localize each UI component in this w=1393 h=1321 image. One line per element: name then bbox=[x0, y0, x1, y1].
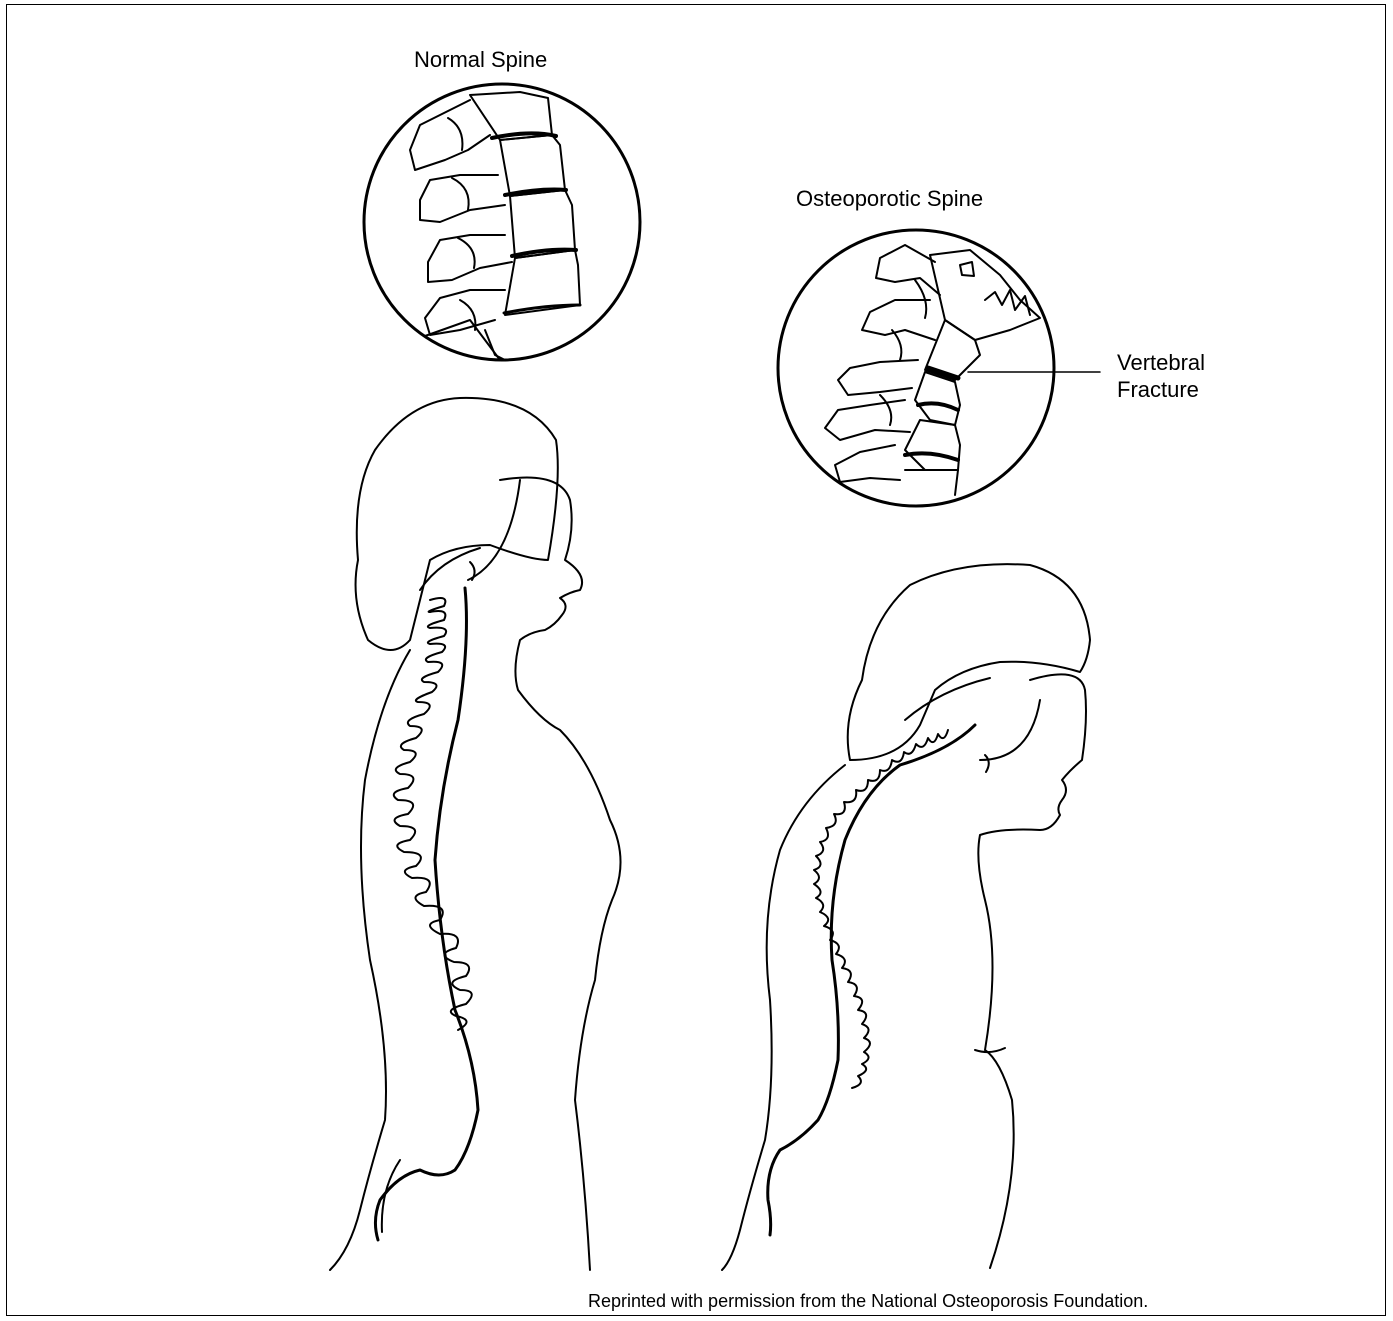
normal-spinal-cord bbox=[375, 588, 478, 1240]
osteoporotic-figure-face bbox=[978, 674, 1086, 1268]
normal-spine-inset bbox=[364, 84, 640, 360]
normal-spine-vertebrae bbox=[394, 598, 472, 1030]
osteoporotic-vertebrae bbox=[825, 245, 1040, 495]
osteoporotic-posture-figure bbox=[722, 564, 1090, 1270]
normal-vertebrae bbox=[410, 92, 580, 360]
normal-spine-circle bbox=[364, 84, 640, 360]
vertebral-fracture-label-line1: Vertebral bbox=[1117, 349, 1205, 376]
vertebral-fracture-label: Vertebral Fracture bbox=[1117, 349, 1205, 403]
normal-posture-figure bbox=[330, 398, 621, 1270]
credit-caption: Reprinted with permission from the Natio… bbox=[588, 1289, 1148, 1313]
normal-figure-face bbox=[500, 478, 621, 1271]
vertebral-fracture-label-line2: Fracture bbox=[1117, 376, 1205, 403]
normal-spine-label: Normal Spine bbox=[414, 48, 547, 72]
normal-figure-hair bbox=[356, 398, 558, 650]
osteoporotic-spine-label: Osteoporotic Spine bbox=[796, 187, 983, 211]
osteoporotic-spinal-cord bbox=[768, 725, 975, 1235]
osteoporotic-spine-circle bbox=[778, 230, 1054, 506]
osteoporotic-figure-back bbox=[722, 765, 845, 1270]
osteoporotic-spine-inset bbox=[778, 230, 1100, 506]
normal-figure-back bbox=[330, 650, 410, 1270]
